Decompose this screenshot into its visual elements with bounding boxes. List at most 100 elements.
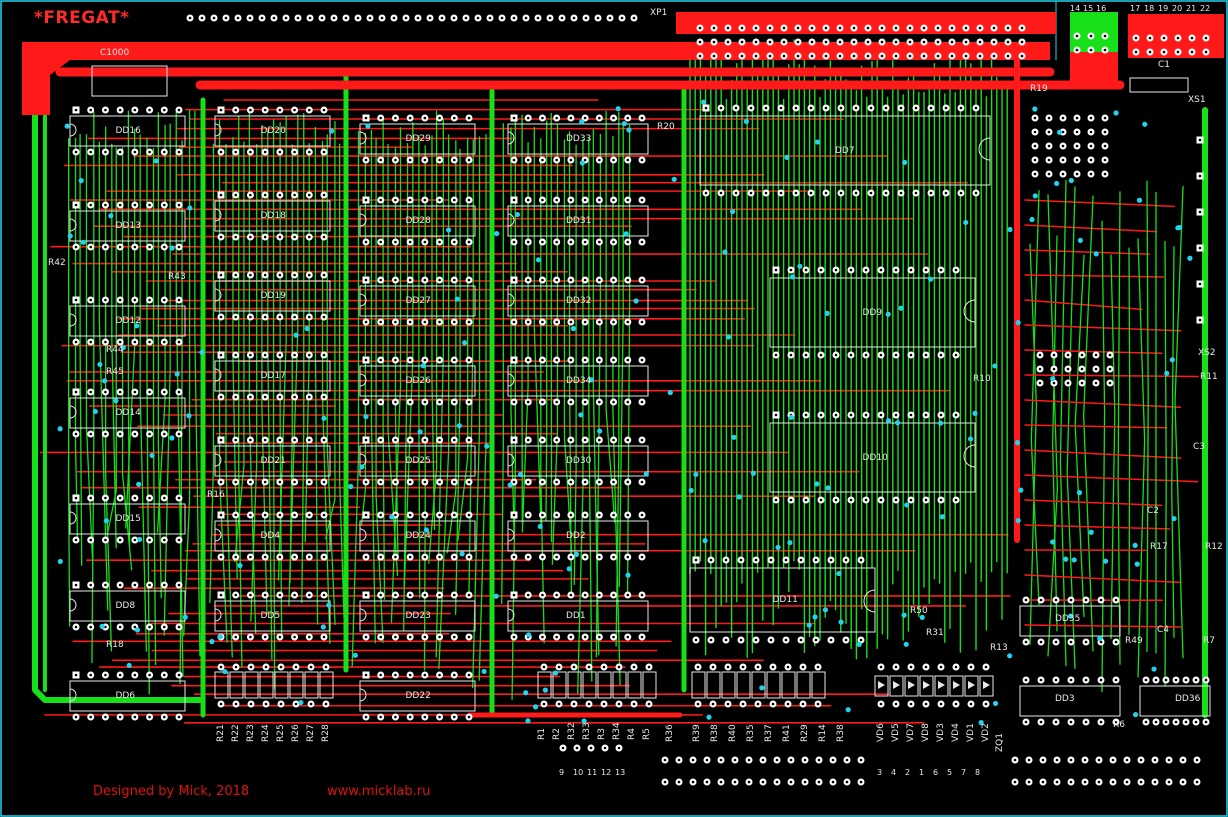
drill: [939, 268, 943, 272]
drill: [512, 358, 516, 362]
drill: [307, 635, 311, 639]
drill: [219, 665, 223, 669]
drill: [1097, 780, 1101, 784]
drill: [74, 298, 78, 302]
drill: [133, 108, 137, 112]
drill: [978, 26, 982, 30]
via: [363, 414, 369, 420]
drill: [408, 320, 412, 324]
drill: [569, 240, 573, 244]
drill: [379, 116, 383, 120]
drill: [663, 758, 667, 762]
drill: [296, 16, 300, 20]
chip-outline: [359, 680, 476, 712]
drill: [794, 191, 798, 195]
drill: [89, 496, 93, 500]
drill: [394, 513, 397, 517]
via: [137, 536, 143, 543]
via: [537, 523, 543, 530]
drill: [118, 496, 122, 500]
drill: [726, 26, 730, 30]
drill: [74, 715, 78, 719]
drill: [929, 191, 933, 195]
drill: [880, 26, 884, 30]
chip-notch: [507, 528, 515, 542]
via: [1151, 666, 1157, 672]
drill: [640, 400, 644, 404]
drill: [1162, 36, 1166, 40]
drill: [379, 635, 383, 639]
drill: [583, 198, 587, 202]
drill: [834, 413, 838, 417]
chip-outline: [507, 445, 649, 477]
drill: [322, 273, 326, 277]
chip-outline: [507, 123, 649, 155]
drill: [909, 268, 913, 272]
drill: [512, 158, 516, 162]
drill: [954, 413, 958, 417]
drill: [541, 555, 544, 559]
drill: [704, 191, 708, 195]
drill: [789, 353, 793, 357]
chip-notch: [507, 453, 515, 467]
drill: [1198, 318, 1202, 322]
drill: [1134, 36, 1138, 40]
drill: [526, 278, 530, 282]
drill: [224, 16, 228, 20]
bottom-trace: [338, 143, 345, 620]
drill: [1198, 246, 1202, 250]
via: [992, 363, 998, 369]
chip-notch: [863, 589, 876, 613]
top-trace: [1024, 624, 1182, 628]
drill: [364, 198, 368, 202]
drill: [177, 245, 181, 249]
drill: [379, 673, 383, 677]
drill: [1052, 367, 1056, 371]
via: [789, 274, 796, 280]
chip-outline: [769, 277, 976, 348]
diode-symbol: [923, 681, 930, 689]
via: [293, 332, 299, 338]
chip-dd10: DD10: [862, 452, 888, 463]
drill: [322, 513, 326, 517]
drill: [866, 40, 870, 44]
drill: [1047, 116, 1051, 120]
drill: [133, 245, 137, 249]
drill: [438, 715, 441, 719]
chip-dd2: DD2: [566, 531, 586, 541]
bottom-trace: [1137, 238, 1146, 678]
via: [209, 638, 215, 645]
drill: [1069, 720, 1073, 724]
drill: [1038, 367, 1042, 371]
via: [706, 714, 712, 720]
drill: [440, 16, 444, 20]
drill: [583, 593, 587, 597]
drill: [322, 193, 326, 197]
drill: [640, 240, 644, 244]
via: [845, 707, 851, 713]
via: [1007, 653, 1013, 659]
drill: [512, 278, 516, 282]
drill: [104, 340, 107, 344]
drill: [1195, 758, 1199, 762]
drill: [364, 320, 368, 324]
drill: [894, 40, 898, 44]
bottom-trace: [225, 144, 233, 658]
bottom-trace: [1164, 240, 1167, 687]
pin-number: 11: [587, 768, 598, 777]
via: [903, 641, 909, 647]
label-c2: C2: [1147, 506, 1160, 516]
drill: [779, 191, 783, 195]
drill: [1089, 172, 1093, 176]
drill: [617, 665, 621, 669]
top-trace: [1024, 449, 1182, 459]
bottom-trace: [121, 146, 133, 571]
via: [108, 213, 114, 219]
drill: [322, 150, 326, 154]
top-trace: [1024, 249, 1151, 255]
drill: [1176, 50, 1180, 54]
resistor-label: R1: [537, 728, 547, 740]
drill: [824, 40, 828, 44]
drill: [467, 635, 471, 639]
drill: [177, 108, 181, 112]
